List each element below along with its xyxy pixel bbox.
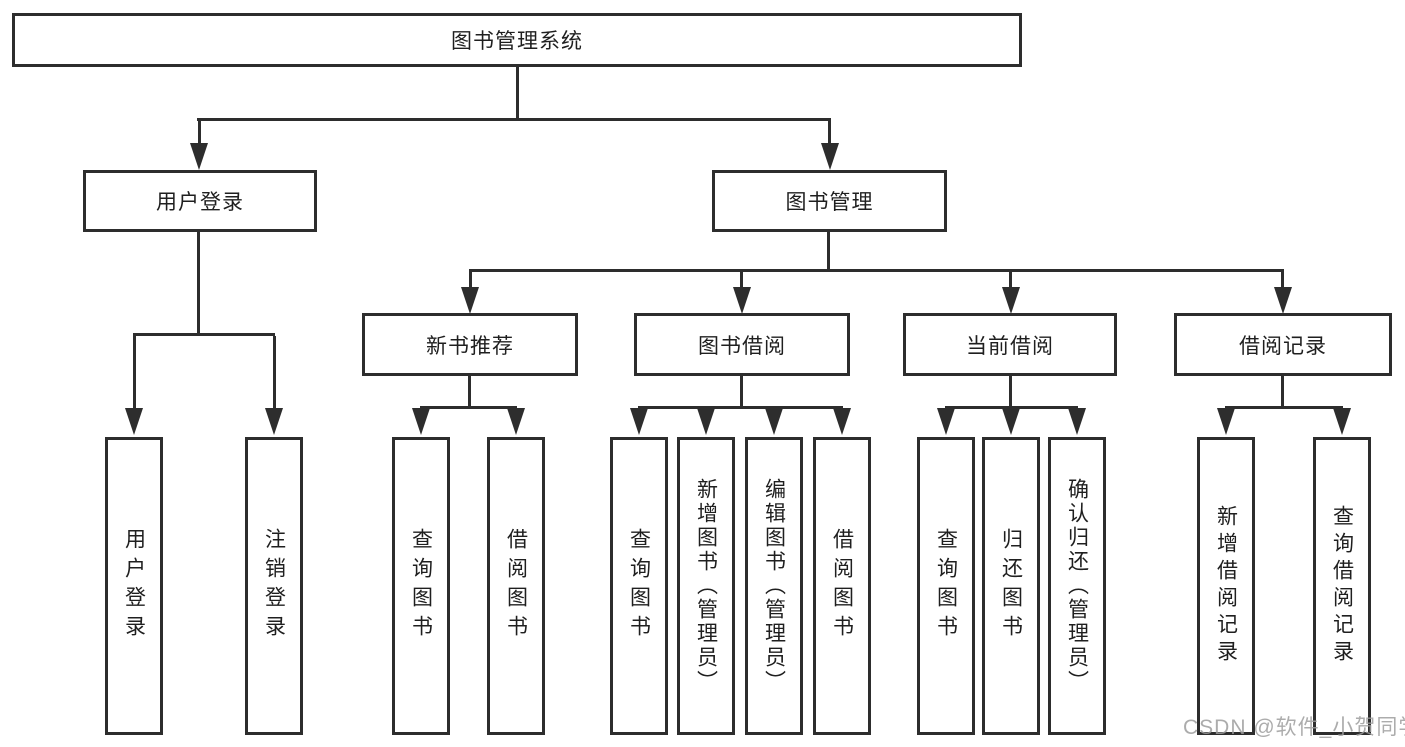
- connector-root-stub: [516, 66, 519, 121]
- leaf-label: 借阅图书: [830, 528, 854, 644]
- leaf-add-borrow-record: 新增借阅记录: [1197, 437, 1255, 735]
- leaf-label: 查询图书: [627, 528, 651, 644]
- arrow-down-icon: [1333, 408, 1351, 435]
- connector-level3-rail: [469, 269, 1284, 272]
- csdn-watermark: CSDN @软件_小贺同学: [1183, 716, 1405, 739]
- connector-leaf-stem: [273, 336, 276, 408]
- arrow-down-icon: [507, 408, 525, 435]
- node-current-borrowing: 当前借阅: [903, 313, 1117, 376]
- leaf-label: 新增借阅记录: [1214, 505, 1238, 667]
- leaf-logout: 注销登录: [245, 437, 303, 735]
- arrow-down-icon: [190, 143, 208, 170]
- arrow-down-icon: [1274, 287, 1292, 314]
- leaf-label: 查询图书: [409, 528, 433, 644]
- connector-level3-stem: [1009, 272, 1012, 289]
- node-book-management-label: 图书管理: [785, 191, 874, 214]
- connector-level3-stem: [740, 272, 743, 289]
- leaf-query-borrow-record: 查询借阅记录: [1313, 437, 1371, 735]
- leaf-label: 用户登录: [122, 528, 146, 644]
- connector-group-stub: [1281, 376, 1284, 406]
- leaf-label: 归还图书: [999, 528, 1023, 644]
- arrow-down-icon: [697, 408, 715, 435]
- arrow-down-icon: [733, 287, 751, 314]
- node-book-management: 图书管理: [712, 170, 947, 232]
- arrow-down-icon: [937, 408, 955, 435]
- node-label: 新书推荐: [426, 334, 514, 358]
- node-book-borrowing: 图书借阅: [634, 313, 850, 376]
- leaf-query-books-current: 查询图书: [917, 437, 975, 735]
- node-label: 图书借阅: [698, 334, 786, 358]
- arrow-down-icon: [265, 408, 283, 435]
- arrow-down-icon: [821, 143, 839, 170]
- leaf-query-books-recommend: 查询图书: [392, 437, 450, 735]
- connector-user-branch-rail: [133, 333, 275, 336]
- connector-group-rail: [945, 406, 1078, 409]
- node-label: 借阅记录: [1239, 334, 1327, 358]
- leaf-label: 编辑图书（管理员）: [762, 478, 786, 694]
- connector-mgmt-branch-stub: [827, 232, 830, 271]
- connector-group-rail: [420, 406, 517, 409]
- arrow-down-icon: [412, 408, 430, 435]
- leaf-label: 查询图书: [934, 528, 958, 644]
- arrow-down-icon: [1002, 287, 1020, 314]
- connector-book-mgmt-stem: [828, 121, 831, 145]
- arrow-down-icon: [1002, 408, 1020, 435]
- node-label: 当前借阅: [966, 334, 1054, 358]
- leaf-edit-book-admin: 编辑图书（管理员）: [745, 437, 803, 735]
- leaf-borrow-books-borrowing: 借阅图书: [813, 437, 871, 735]
- connector-level3-stem: [1281, 272, 1284, 289]
- connector-level3-stem: [469, 272, 472, 289]
- leaf-user-login: 用户登录: [105, 437, 163, 735]
- connector-group-stub: [468, 376, 471, 406]
- node-user-login-label: 用户登录: [156, 191, 244, 214]
- node-root-label: 图书管理系统: [451, 30, 583, 53]
- connector-group-stub: [1009, 376, 1012, 406]
- connector-group-rail: [638, 406, 843, 409]
- leaf-label: 确认归还（管理员）: [1065, 478, 1089, 694]
- leaf-confirm-return-admin: 确认归还（管理员）: [1048, 437, 1106, 735]
- node-root: 图书管理系统: [12, 13, 1022, 67]
- node-new-book-recommend: 新书推荐: [362, 313, 578, 376]
- connector-group-rail: [1225, 406, 1343, 409]
- connector-user-branch-stub: [197, 232, 200, 335]
- connector-level2-rail: [197, 118, 831, 121]
- arrow-down-icon: [461, 287, 479, 314]
- connector-user-login-stem: [198, 121, 201, 145]
- arrow-down-icon: [833, 408, 851, 435]
- leaf-borrow-books-recommend: 借阅图书: [487, 437, 545, 735]
- leaf-label: 注销登录: [262, 528, 286, 644]
- arrow-down-icon: [125, 408, 143, 435]
- leaf-label: 查询借阅记录: [1330, 505, 1354, 667]
- leaf-return-books: 归还图书: [982, 437, 1040, 735]
- node-user-login: 用户登录: [83, 170, 317, 232]
- leaf-label: 借阅图书: [504, 528, 528, 644]
- arrow-down-icon: [1068, 408, 1086, 435]
- leaf-label: 新增图书（管理员）: [694, 478, 718, 694]
- connector-leaf-stem: [133, 336, 136, 408]
- leaf-add-book-admin: 新增图书（管理员）: [677, 437, 735, 735]
- arrow-down-icon: [765, 408, 783, 435]
- node-borrowing-records: 借阅记录: [1174, 313, 1392, 376]
- arrow-down-icon: [1217, 408, 1235, 435]
- leaf-query-books-borrowing: 查询图书: [610, 437, 668, 735]
- connector-group-stub: [740, 376, 743, 406]
- arrow-down-icon: [630, 408, 648, 435]
